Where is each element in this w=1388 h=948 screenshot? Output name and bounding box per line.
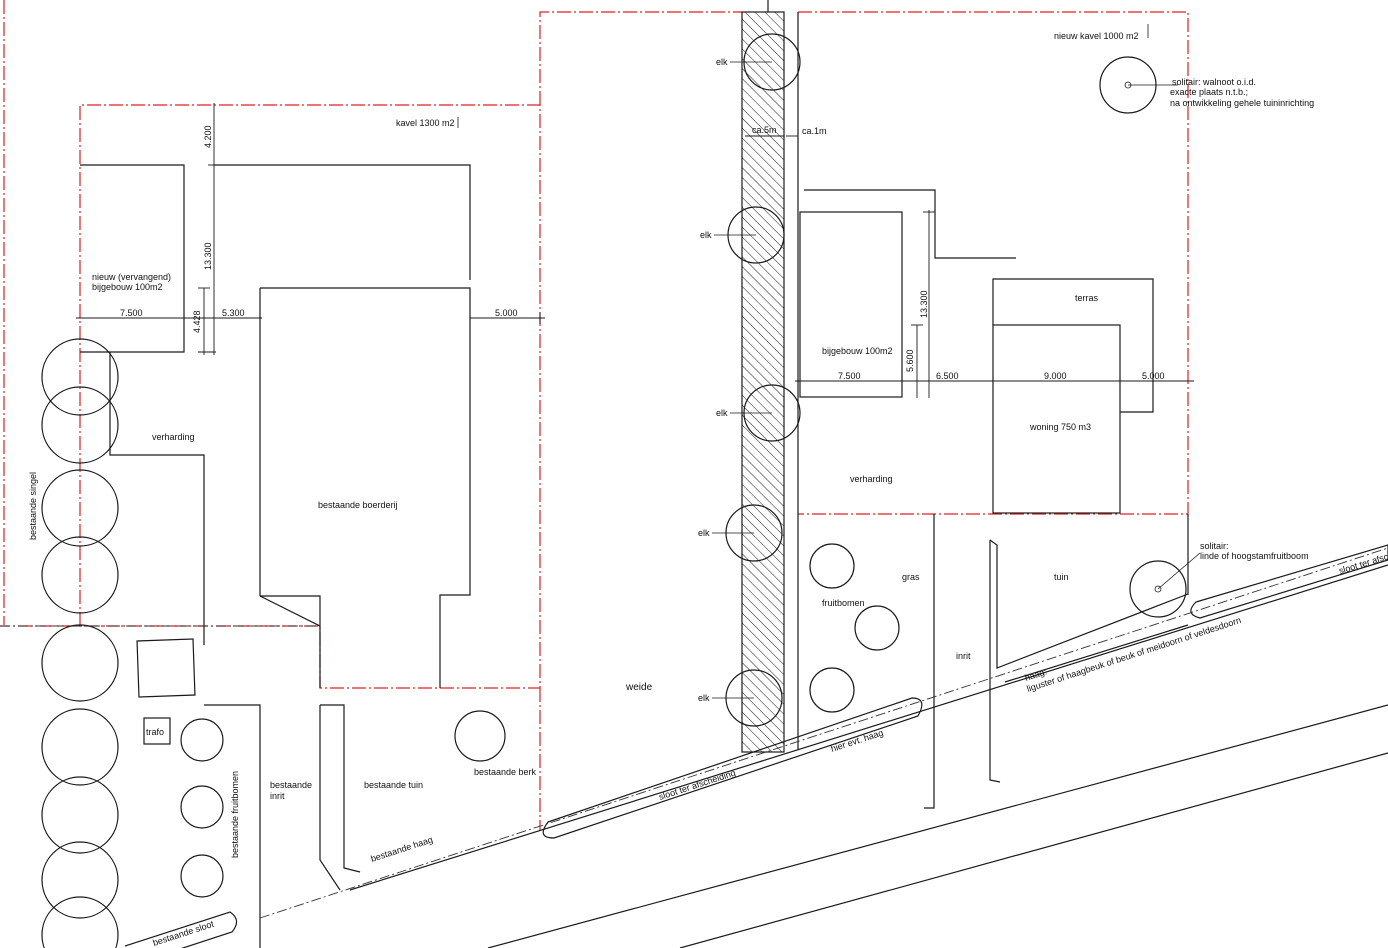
building-envelope-outline: [214, 164, 471, 280]
dim-5300: 5.300: [222, 308, 245, 318]
woning-750: [992, 324, 1121, 514]
terras-outline: [992, 278, 1154, 413]
plot-boundary-nieuw-kavel: [798, 11, 1189, 515]
label-ca-5m: ca.5m: [752, 125, 777, 135]
trafo-box: [143, 717, 171, 745]
label-bestaande-berk: bestaande berk: [474, 767, 537, 777]
fruit-tree: [180, 785, 224, 829]
label-ca-1m: ca.1m: [802, 126, 827, 136]
fruit-tree: [180, 854, 224, 898]
label-verharding-left: verharding: [152, 432, 195, 442]
dim-5000-right: 5.000: [1142, 371, 1165, 381]
linde-tree: [1129, 560, 1187, 618]
road-edge-upper: [349, 564, 1388, 891]
dim-9000: 9.000: [1044, 371, 1067, 381]
bestaande-singel-trees: [41, 338, 119, 948]
singel-tree: [41, 386, 119, 464]
label-bestaande-inrit-2: inrit: [270, 791, 285, 801]
nieuw-bijgebouw: [80, 164, 185, 353]
dim-5000-top: 5.000: [495, 308, 518, 318]
label-nieuw-bijgebouw-1: nieuw (vervangend): [92, 272, 171, 282]
bestaande-sloot-ditch: [124, 911, 238, 948]
hatched-tree-strip: [741, 11, 785, 753]
label-solitair-walnoot-2: exacte plaats n.t.b.;: [1170, 87, 1248, 97]
verharding-left-outline: [109, 352, 205, 645]
label-kavel-1300: kavel 1300 m2: [396, 118, 455, 128]
label-bestaande-singel: bestaande singel: [28, 472, 38, 540]
dim-5600: 5.600: [905, 349, 915, 372]
singel-tree: [41, 896, 119, 948]
hedge-haag-line: [1004, 624, 1189, 683]
building-envelope-right: [804, 189, 1016, 259]
bestaande-tuin-outline: [320, 704, 361, 873]
singel-tree: [41, 624, 119, 702]
singel-tree: [41, 708, 119, 786]
dim-7500-right: 7.500: [838, 371, 861, 381]
label-fruitbomen: fruitbomen: [822, 598, 865, 608]
tuin-zone-outline: [989, 539, 1189, 783]
label-elk-4: elk: [698, 528, 710, 538]
label-inrit: inrit: [956, 651, 971, 661]
dim-6500: 6.500: [936, 371, 959, 381]
label-haag-2: liguster of haagbeuk of beuk of meidoorn…: [1026, 615, 1243, 694]
label-woning: woning 750 m3: [1029, 422, 1091, 432]
label-bestaande-haag: bestaande haag: [370, 834, 434, 863]
label-solitair-linde-2: linde of hoogstamfruitboom: [1200, 551, 1309, 561]
label-terras: terras: [1075, 293, 1099, 303]
label-elk-1: elk: [716, 57, 728, 67]
sloot-afscheiding-ditch: [542, 697, 923, 839]
fruit-tree: [180, 718, 224, 762]
bestaande-boerderij: [259, 287, 471, 688]
label-nieuw-kavel-1000: nieuw kavel 1000 m2: [1054, 31, 1139, 41]
label-bestaande-tuin: bestaande tuin: [364, 780, 423, 790]
label-bestaande-boerderij: bestaande boerderij: [318, 500, 398, 510]
label-verharding-right: verharding: [850, 474, 893, 484]
label-nieuw-bijgebouw-2: bijgebouw 100m2: [92, 282, 163, 292]
road-edge-lower-2: [679, 752, 1388, 948]
label-elk-3: elk: [716, 408, 728, 418]
singel-tree: [41, 776, 119, 854]
singel-tree: [41, 469, 119, 547]
label-solitair-linde-1: solitair:: [1200, 541, 1229, 551]
singel-tree: [41, 841, 119, 919]
elk-trees: [712, 33, 801, 727]
label-bestaande-sloot: bestaande sloot: [152, 919, 216, 948]
bestaande-inrit-outline: [204, 704, 261, 948]
sloot-right-ditch: [1190, 544, 1388, 619]
gras-zone-outline: [924, 514, 935, 809]
singel-tree: [41, 536, 119, 614]
dim-13300-left: 13.300: [203, 242, 213, 270]
label-gras: gras: [902, 572, 920, 582]
label-solitair-walnoot-1: solitair: walnoot o.i.d.: [1172, 77, 1256, 87]
label-trafo: trafo: [146, 727, 164, 737]
label-solitair-walnoot-3: na ontwikkeling gehele tuininrichting: [1170, 98, 1314, 108]
dim-7500-left: 7.500: [120, 308, 143, 318]
label-sloot-afscheiding: sloot ter afscheiding: [658, 768, 737, 802]
singel-tree: [41, 338, 119, 416]
fruitboom-tree: [854, 605, 900, 651]
label-sloot-ter-afsch: sloot ter afsch: [1338, 550, 1388, 576]
dim-4428: 4.428: [192, 310, 202, 333]
fruitboom-tree: [809, 543, 855, 589]
label-elk-5: elk: [698, 693, 710, 703]
label-tuin: tuin: [1054, 572, 1069, 582]
road-edge-lower-1: [487, 704, 1388, 948]
plot-boundary-weide: [539, 11, 742, 105]
bijgebouw-100: [799, 211, 903, 398]
label-bestaande-inrit-1: bestaande: [270, 780, 312, 790]
dim-13300-right: 13.300: [919, 290, 929, 318]
label-weide: weide: [625, 682, 653, 693]
label-bestaande-fruitbomen: bestaande fruitbomen: [230, 771, 240, 858]
fruitboom-tree: [809, 667, 855, 713]
label-elk-2: elk: [700, 230, 712, 240]
label-bijgebouw-100: bijgebouw 100m2: [822, 346, 893, 356]
dim-4200: 4.200: [203, 125, 213, 148]
trafo-area: [136, 638, 196, 698]
bestaande-berk-tree: [454, 710, 506, 762]
